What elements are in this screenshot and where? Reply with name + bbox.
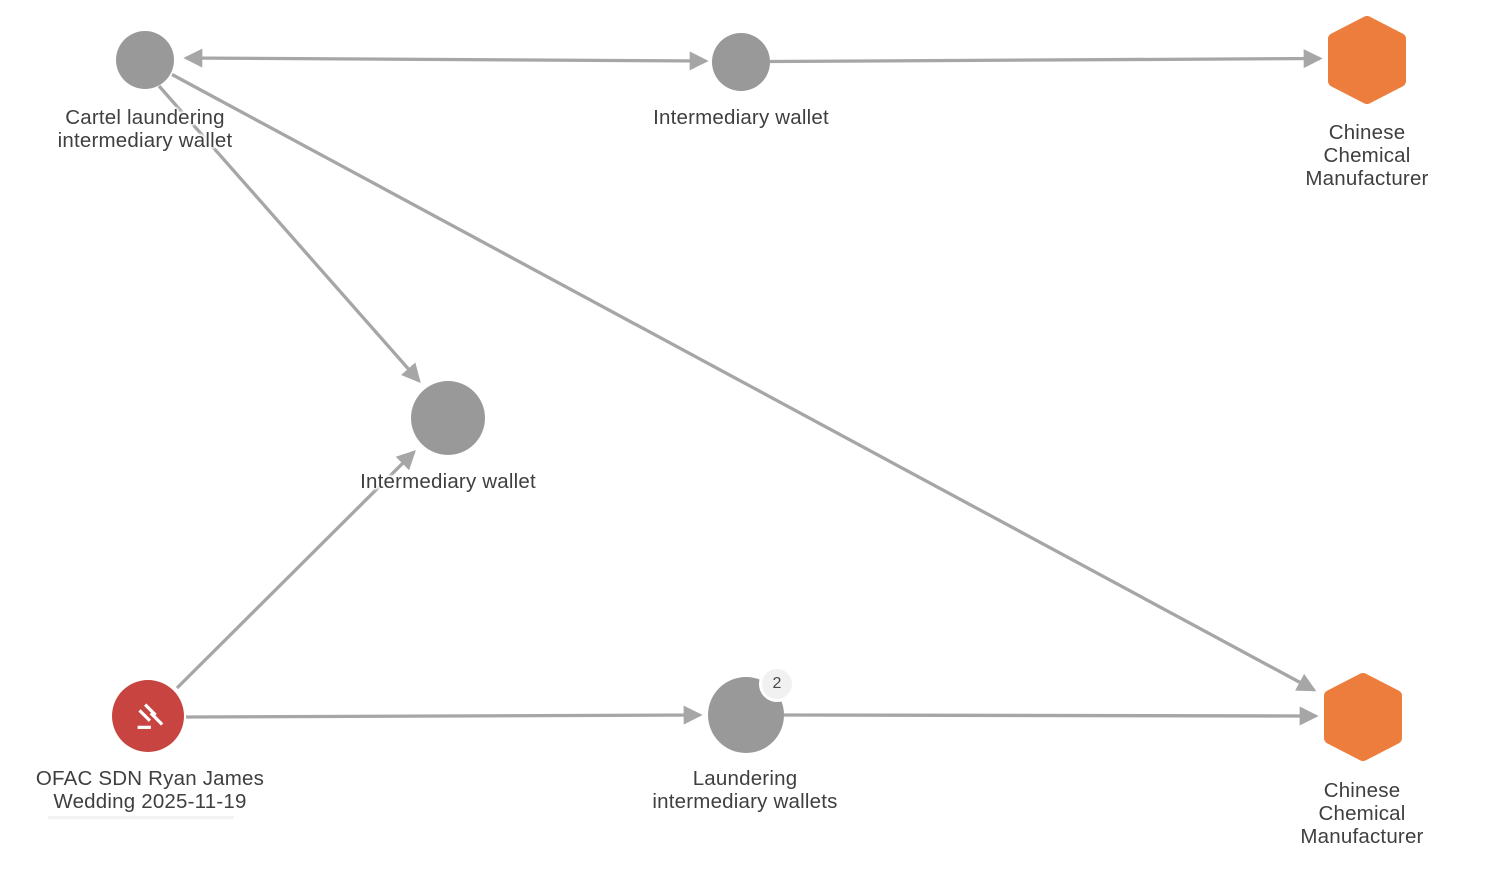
manufacturer-bottom-label: Chinese Chemical Manufacturer	[1300, 779, 1424, 848]
intermediary-wallet-mid-label: Intermediary wallet	[360, 470, 536, 493]
ofac-label-underline	[48, 816, 234, 819]
node-intermediary-wallet-top[interactable]	[712, 33, 770, 91]
hexagon-icon	[1324, 673, 1402, 761]
node-intermediary-wallet-mid[interactable]	[411, 381, 485, 455]
node-cartel-laundering-wallet[interactable]	[116, 31, 174, 89]
intermediary-wallet-top-label: Intermediary wallet	[653, 106, 829, 129]
edge-intermediary-top-manufacturer-top[interactable]	[769, 49, 1323, 69]
laundering-wallets-label: Laundering intermediary wallets	[652, 767, 838, 813]
node-ofac-sdn-ryan-james-wedding[interactable]	[112, 680, 184, 752]
edge-cartel-intermediary-mid[interactable]	[157, 84, 421, 383]
manufacturer-top-label: Chinese Chemical Manufacturer	[1305, 121, 1429, 190]
edge-laundering-wallets-manufacturer-bottom[interactable]	[783, 706, 1319, 726]
hexagon-icon	[1328, 16, 1406, 104]
cartel-wallet-label: Cartel laundering intermediary wallet	[57, 106, 233, 152]
node-chinese-chemical-manufacturer-top[interactable]	[1327, 16, 1407, 104]
edge-intermediary-top-cartel[interactable]	[183, 48, 709, 71]
edge-ofac-laundering-wallets[interactable]	[185, 705, 703, 725]
wallet-count-badge[interactable]: 2	[759, 666, 795, 702]
edge-ofac-intermediary-mid[interactable]	[175, 450, 416, 690]
edge-cartel-manufacturer-bottom[interactable]	[171, 73, 1317, 692]
ofac-sdn-label: OFAC SDN Ryan James Wedding 2025-11-19	[35, 767, 265, 813]
node-chinese-chemical-manufacturer-bottom[interactable]	[1323, 673, 1403, 761]
gavel-icon	[137, 703, 164, 729]
